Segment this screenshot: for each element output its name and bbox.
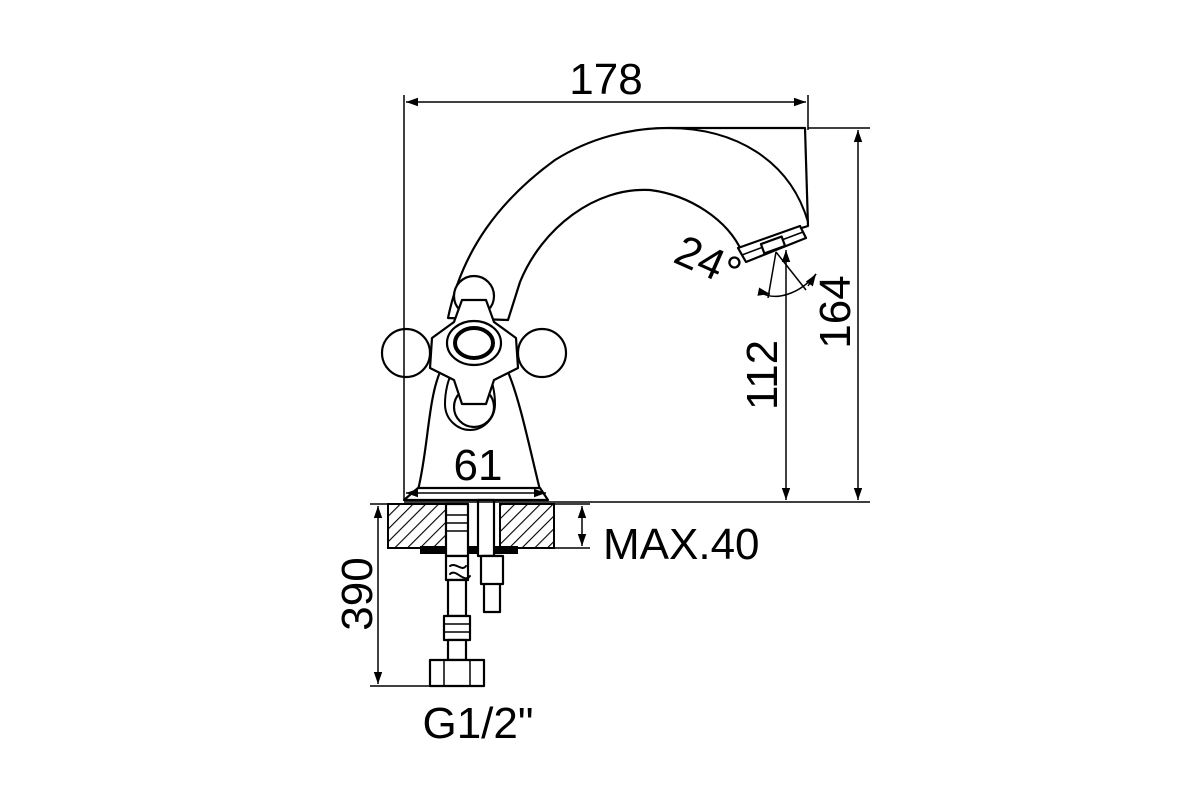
dimension-164 (404, 127, 870, 503)
dim-label-112: 112 (738, 340, 787, 410)
dim-label-390: 390 (333, 557, 382, 630)
dim-label-thread: G1/2" (422, 699, 533, 748)
cross-handle (380, 274, 568, 429)
dim-label-164: 164 (811, 275, 860, 348)
dimension-178 (403, 95, 809, 500)
dimension-angle (757, 251, 817, 299)
dim-label-max40: MAX.40 (603, 520, 760, 569)
aerator (736, 224, 808, 264)
countertop-section (387, 503, 555, 554)
dim-label-61: 61 (454, 441, 503, 490)
dim-label-178: 178 (569, 55, 642, 104)
dimension-390 (370, 503, 446, 687)
hose-assembly (428, 498, 505, 688)
dimension-max40 (554, 503, 590, 549)
faucet-spout (446, 126, 810, 322)
